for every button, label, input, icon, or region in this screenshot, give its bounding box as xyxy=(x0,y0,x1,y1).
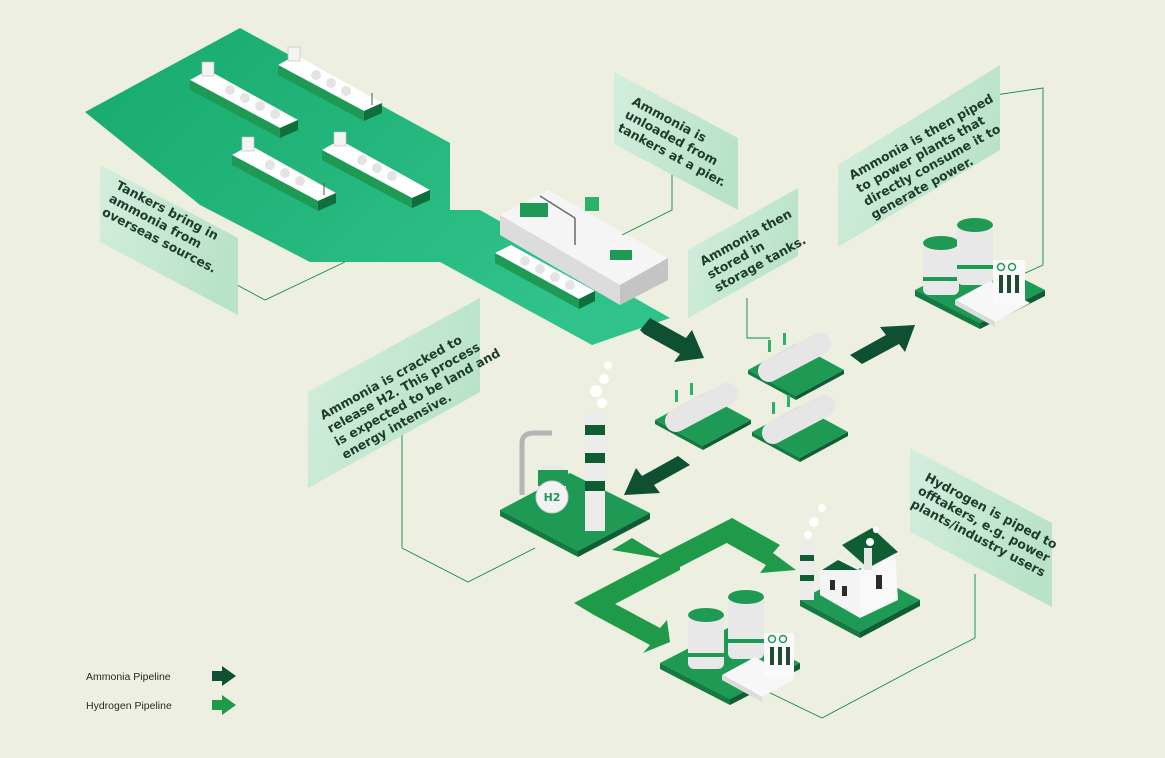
ammonia-cracker: H2 xyxy=(500,361,650,557)
legend-hydrogen-arrow xyxy=(212,695,236,715)
storage-tank xyxy=(655,382,751,450)
legend-ammonia-label: Ammonia Pipeline xyxy=(86,671,171,683)
annotation-panel-unloading: Ammonia isunloaded fromtankers at a pier… xyxy=(614,72,738,210)
unloading-pier xyxy=(500,190,668,305)
cracker-h2-label: H2 xyxy=(544,491,561,504)
ammonia-arrow-pier-to-storage xyxy=(640,318,704,362)
tanker-ship xyxy=(322,131,430,208)
power-plant xyxy=(660,590,800,705)
tanker-ship xyxy=(278,46,382,121)
annotation-panel-power: Ammonia is then pipedto power plants tha… xyxy=(838,65,1003,247)
connector-lines xyxy=(167,87,1044,719)
industry-factory xyxy=(800,504,920,638)
tanker-ship xyxy=(190,61,298,138)
legend: Ammonia Pipeline Hydrogen Pipeline xyxy=(86,666,236,715)
legend-hydrogen-label: Hydrogen Pipeline xyxy=(86,700,172,712)
power-plant xyxy=(915,218,1045,329)
tanker-ship xyxy=(495,245,595,309)
hydrogen-arrow-network xyxy=(574,518,796,653)
legend-ammonia-arrow xyxy=(212,666,236,686)
tanker-ship xyxy=(232,136,336,211)
annotation-panel-cracking: Ammonia is cracked torelease H2. This pr… xyxy=(308,298,503,488)
annotation-panel-storage: Ammonia thenstored instorage tanks. xyxy=(688,188,808,318)
storage-tank xyxy=(748,332,844,400)
ammonia-arrow-storage-to-power xyxy=(850,325,915,364)
ammonia-arrow-storage-to-cracker xyxy=(624,456,690,495)
storage-tank xyxy=(752,394,848,462)
annotation-panel-hydrogen: Hydrogen is piped toofftakers, e.g. powe… xyxy=(909,448,1060,607)
